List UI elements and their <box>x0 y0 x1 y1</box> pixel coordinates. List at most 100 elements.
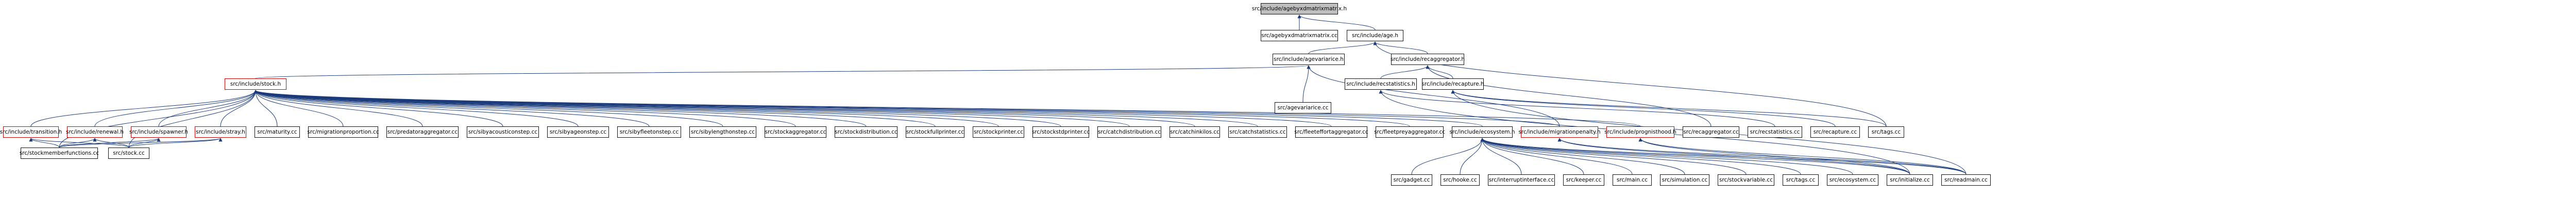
edge-recapt-to-recagg <box>1426 65 1453 79</box>
node-transition-h[interactable]: src/include/transition.h <box>0 126 62 138</box>
edge-age-to-root <box>1297 14 1376 30</box>
edge-agevarcc-to-agevar <box>1302 65 1311 103</box>
edge-init-to-migpen <box>1557 138 1910 175</box>
node-recaggregator-h[interactable]: src/include/recaggregator.h <box>1391 54 1465 65</box>
edge-ecocc-to-ecosys <box>1480 138 1853 175</box>
node-fleetpreyaggregator-cc[interactable]: src/fleetpreyaggregator.cc <box>1374 126 1445 138</box>
node-readmain-cc[interactable]: src/readmain.cc <box>1941 174 1991 186</box>
edge-readmain-to-progn <box>1638 138 1967 175</box>
edge-init-to-ecosys <box>1480 138 1910 175</box>
edge-stockfull-to-stock <box>253 90 936 127</box>
node-stock-h[interactable]: src/include/stock.h <box>225 78 286 90</box>
edge-acous-to-stock <box>253 90 503 127</box>
node-agevariarice-cc[interactable]: src/agevariarice.cc <box>1275 102 1331 113</box>
node-stock-cc[interactable]: src/stock.cc <box>108 148 149 159</box>
node-recstatistics-h[interactable]: src/include/recstatistics.h <box>1345 78 1417 90</box>
edge-tagscc-to-recapt <box>1451 90 1887 127</box>
node-maturity-cc[interactable]: src/maturity.cc <box>255 126 300 138</box>
edge-agesibs-to-stock <box>253 90 579 127</box>
edge-readmain-to-migpen <box>1557 138 1967 175</box>
edge-stray-to-stock <box>220 90 258 127</box>
edge-gadget-to-ecosys <box>1411 138 1484 175</box>
node-catchstatistics-cc[interactable]: src/catchstatistics.cc <box>1228 126 1287 138</box>
edge-stockstd-to-stock <box>253 90 1061 127</box>
node-recapture-h[interactable]: src/include/recapture.h <box>1421 78 1484 90</box>
edge-hooke-to-ecosys <box>1460 138 1484 175</box>
edge-catchdist-to-stock <box>253 90 1130 127</box>
node-agematrix-cc[interactable]: src/agebyxdmatrixmatrix.cc <box>1261 30 1338 41</box>
edge-keeper-to-ecosys <box>1480 138 1584 175</box>
node-recaggregator-cc[interactable]: src/recaggregator.cc <box>1683 126 1739 138</box>
node-tags-cc[interactable]: src/tags.cc <box>1868 126 1904 138</box>
edge-simann-to-ecosys <box>1480 138 1685 175</box>
edge-renew-to-stock <box>94 90 258 127</box>
node-sibyageonstep-cc[interactable]: src/sibyageonstep.cc <box>547 126 609 138</box>
node-root-header[interactable]: src/include/agebyxdmatrixmatrix.h <box>1252 3 1347 14</box>
node-agevariarice-h[interactable]: src/include/agevariarice.h <box>1273 54 1345 65</box>
node-stockmemberfunctions-cc[interactable]: src/stockmemberfunctions.cc <box>20 148 99 159</box>
node-stockaggregator-cc[interactable]: src/stockaggregator.cc <box>765 126 826 138</box>
edge-catchlike-to-stock <box>253 90 1195 127</box>
edge-stockagg-to-stock <box>253 90 796 127</box>
edge-agevar-to-age <box>1308 41 1377 54</box>
node-fleeteffortaggregator-cc[interactable]: src/fleeteffortaggregator.cc <box>1294 126 1368 138</box>
edge-main-to-ecosys <box>1480 138 1633 175</box>
edge-recstat-to-recagg <box>1380 65 1430 79</box>
node-main-cc[interactable]: src/main.cc <box>1613 174 1652 186</box>
node-sibylengthonstep-cc[interactable]: src/sibylengthonstep.cc <box>689 126 756 138</box>
node-simulation-cc[interactable]: src/simulation.cc <box>1660 174 1709 186</box>
edge-stockcc-to-stray <box>128 138 223 148</box>
node-stray-h[interactable]: src/include/stray.h <box>195 126 246 138</box>
node-gadget-cc[interactable]: src/gadget.cc <box>1391 174 1432 186</box>
edge-effort-to-stock <box>253 90 650 127</box>
node-sibyacousticonstep-cc[interactable]: src/sibyacousticonstep.cc <box>467 126 539 138</box>
edge-stockdist-to-stock <box>253 90 867 127</box>
edge-stockvar-to-ecosys <box>1480 138 1747 175</box>
node-migrationproportion-cc[interactable]: src/migrationproportion.cc <box>307 126 379 138</box>
edge-stockcc-to-trans <box>29 138 129 148</box>
node-keeper-cc[interactable]: src/keeper.cc <box>1563 174 1604 186</box>
node-predatoraggregator-cc[interactable]: src/predatoraggregator.cc <box>386 126 459 138</box>
node-hooke-cc[interactable]: src/hooke.cc <box>1440 174 1480 186</box>
edge-length-to-stock <box>253 90 723 127</box>
edge-readmain-to-ecosys <box>1480 138 1967 175</box>
node-prognisthood-h[interactable]: src/include/prognisthood.h <box>1604 126 1676 138</box>
edge-fleeteff-to-stock <box>253 90 1332 127</box>
node-initialize-cc[interactable]: src/initialize.cc <box>1887 174 1933 186</box>
edge-interrupt-to-ecosys <box>1480 138 1522 175</box>
edge-migpen-to-agevar <box>1307 65 1560 127</box>
node-ecosystem-cc[interactable]: src/ecosystem.cc <box>1827 174 1878 186</box>
node-tags-cc-2[interactable]: src/tags.cc <box>1783 174 1819 186</box>
edge-stock-to-agevar <box>255 65 1310 79</box>
node-sibyfleetonstep-cc[interactable]: src/sibyfleetonstep.cc <box>617 126 681 138</box>
node-recstatistics-cc[interactable]: src/recstatistics.cc <box>1748 126 1802 138</box>
edge-recaggcc-to-recagg <box>1426 65 1711 127</box>
edge-trans-to-stock <box>30 90 258 127</box>
node-age-h[interactable]: src/include/age.h <box>1347 30 1403 41</box>
node-renewal-h[interactable]: src/include/renewal.h <box>66 126 124 138</box>
node-catchinkilos-cc[interactable]: src/catchinkilos.cc <box>1170 126 1220 138</box>
edge-recagg-to-age <box>1373 41 1428 54</box>
node-stockvariable-cc[interactable]: src/stockvariable.cc <box>1718 174 1774 186</box>
edge-init-to-progn <box>1638 138 1910 175</box>
node-spawner-h[interactable]: src/include/spawner.h <box>129 126 188 138</box>
node-stockdistribution-cc[interactable]: src/stockdistribution.cc <box>835 126 897 138</box>
node-migrationpenalty-h[interactable]: src/include/migrationpenalty.h <box>1518 126 1601 138</box>
node-catchdistribution-cc[interactable]: src/catchdistribution.cc <box>1097 126 1161 138</box>
edge-stockpr-to-stock <box>253 90 999 127</box>
edge-recaptcc-to-recapt <box>1451 90 1836 127</box>
node-recapture-cc[interactable]: src/recapture.cc <box>1810 126 1860 138</box>
node-interruptinterface-cc[interactable]: src/interruptinterface.cc <box>1488 174 1555 186</box>
node-stockfullprinter-cc[interactable]: src/stockfullprinter.cc <box>906 126 964 138</box>
edge-predagg-to-stock <box>253 90 423 127</box>
node-ecosystem-h[interactable]: src/include/ecosystem.h <box>1449 126 1515 138</box>
edge-tags2-to-ecosys <box>1480 138 1801 175</box>
node-stockstdprinter-cc[interactable]: src/stockstdprinter.cc <box>1032 126 1090 138</box>
node-stockprinter-cc[interactable]: src/stockprinter.cc <box>973 126 1024 138</box>
edge-progn-to-stock <box>254 90 1641 127</box>
edge-fleetpr-to-stock <box>253 90 1410 127</box>
edge-recstatcc-to-recstat <box>1379 90 1775 127</box>
edge-catchstat-to-stock <box>253 90 1258 127</box>
